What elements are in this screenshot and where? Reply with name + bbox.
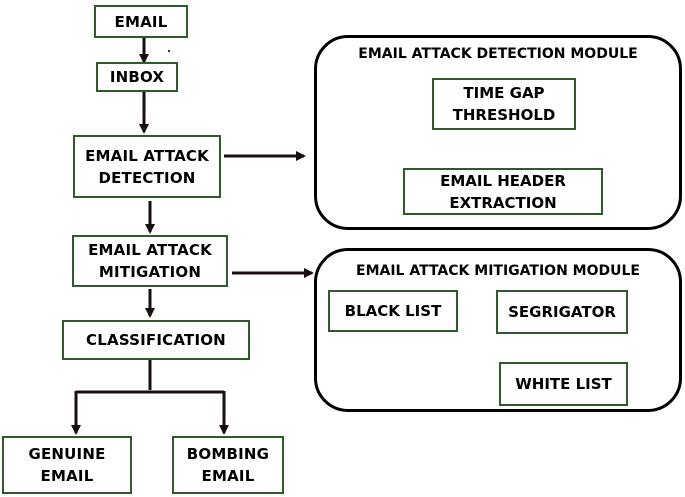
header-extraction-node: EMAIL HEADER EXTRACTION <box>403 168 603 215</box>
inbox-node: INBOX <box>96 62 178 92</box>
stray-dot <box>167 49 171 53</box>
detection-node-label: EMAIL ATTACK DETECTION <box>85 146 209 187</box>
segrigator-label: SEGRIGATOR <box>508 303 616 321</box>
white-list-node: WHITE LIST <box>499 362 628 406</box>
black-list-node: BLACK LIST <box>328 290 458 332</box>
mitigation-module-title: EMAIL ATTACK MITIGATION MODULE <box>356 263 640 279</box>
white-list-label: WHITE LIST <box>515 375 612 393</box>
mitigation-node-label: EMAIL ATTACK MITIGATION <box>88 241 212 281</box>
genuine-email-label: GENUINE EMAIL <box>28 445 106 485</box>
mitigation-node: EMAIL ATTACK MITIGATION <box>72 235 228 287</box>
email-node: EMAIL <box>94 5 188 38</box>
inbox-node-label: INBOX <box>109 68 165 86</box>
header-extraction-label: EMAIL HEADER EXTRACTION <box>440 171 566 212</box>
bombing-email-node: BOMBING EMAIL <box>172 436 284 494</box>
classification-node: CLASSIFICATION <box>62 320 250 360</box>
email-node-label: EMAIL <box>114 12 168 31</box>
detection-module-title: EMAIL ATTACK DETECTION MODULE <box>358 46 638 62</box>
genuine-email-node: GENUINE EMAIL <box>2 436 132 494</box>
detection-node: EMAIL ATTACK DETECTION <box>73 135 221 198</box>
segrigator-node: SEGRIGATOR <box>496 290 628 334</box>
bombing-email-label: BOMBING EMAIL <box>186 445 270 485</box>
time-gap-label: TIME GAP THRESHOLD <box>452 84 556 124</box>
time-gap-node: TIME GAP THRESHOLD <box>432 78 576 130</box>
black-list-label: BLACK LIST <box>344 302 442 320</box>
classification-node-label: CLASSIFICATION <box>86 331 226 349</box>
